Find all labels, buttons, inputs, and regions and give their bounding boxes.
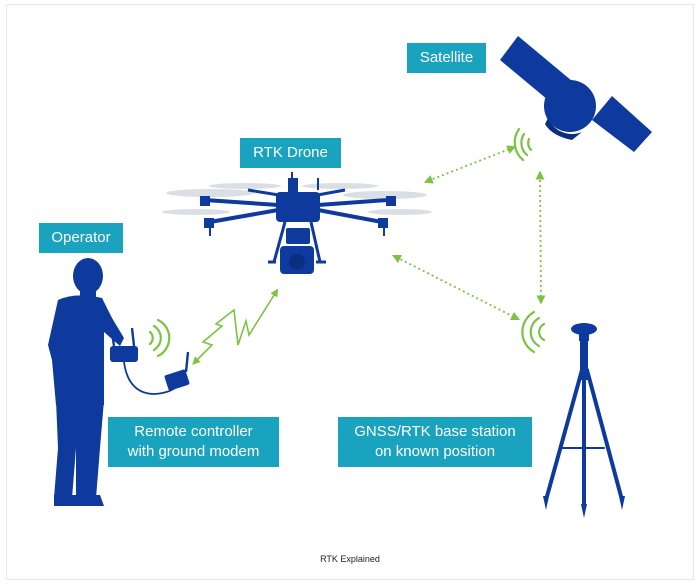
satellite-icon <box>500 36 652 152</box>
base-station-label-line1: GNSS/RTK base station <box>354 423 516 440</box>
signal-links <box>391 145 546 321</box>
operator-label: Operator <box>39 223 123 253</box>
drone-label: RTK Drone <box>240 138 341 168</box>
figure-caption: RTK Explained <box>320 554 380 564</box>
controller-label-line1: Remote controller <box>134 423 253 440</box>
signal-wave-icon <box>513 127 533 162</box>
controller-label-line2: with ground modem <box>127 443 260 460</box>
operator-icon <box>48 258 124 506</box>
satellite-label: Satellite <box>407 43 486 73</box>
radio-link-zigzag <box>192 288 279 365</box>
base-station-label: GNSS/RTK base station on known position <box>338 417 532 467</box>
drone-icon <box>162 172 432 274</box>
signal-wave-icon <box>521 310 546 354</box>
tripod-base-station-icon <box>543 323 625 518</box>
signal-wave-icon <box>148 318 171 358</box>
link-drone-satellite <box>423 145 517 184</box>
ground-modem-icon <box>164 351 190 391</box>
link-drone-base <box>391 254 521 321</box>
link-satellite-base <box>535 170 546 305</box>
base-station-label-line2: on known position <box>374 443 496 460</box>
controller-label: Remote controller with ground modem <box>108 417 279 467</box>
